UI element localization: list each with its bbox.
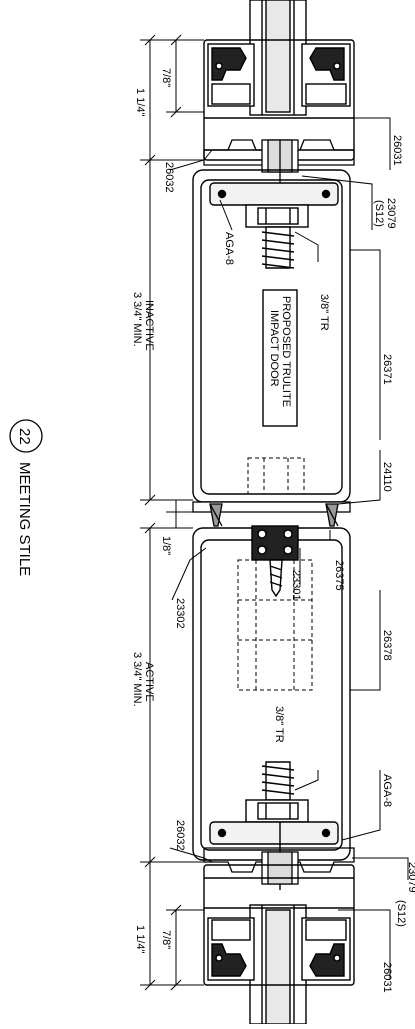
- callout-bot-26032: 26032: [174, 820, 186, 851]
- inactive-leaf-profile: [192, 169, 351, 503]
- callout-bot-23079: 23079: [406, 862, 415, 893]
- detail-title: 22 MEETING STILE: [9, 419, 43, 576]
- note-line2: IMPACT DOOR: [268, 310, 280, 387]
- callout-mid-26378: 26378: [381, 630, 393, 661]
- callout-bot-tr: 3/8" TR: [273, 706, 285, 743]
- detail-number-circle: [9, 419, 43, 453]
- dim-top-7-8: 7/8": [160, 68, 172, 87]
- detail-label: MEETING STILE: [16, 462, 33, 576]
- callout-top-26032: 26032: [163, 162, 175, 193]
- callout-bot-aga8: AGA-8: [381, 774, 393, 807]
- dim-inactive-label: INACTIVE: [143, 300, 155, 351]
- dim-bottom-7-8: 7/8": [160, 930, 172, 949]
- note-line1: PROPOSED TRULITE: [280, 296, 292, 407]
- bottom-interlock: [203, 847, 355, 885]
- callout-top-tr: 3/8" TR: [318, 294, 330, 331]
- proposed-door-note-box: PROPOSED TRULITE IMPACT DOOR: [262, 289, 298, 427]
- dim-top-1-1-4: 1 1/4": [134, 88, 146, 116]
- callout-mid-23302: 23302: [174, 598, 186, 629]
- callout-top-aga8: AGA-8: [223, 232, 235, 265]
- callout-mid-23301: 23301: [290, 570, 302, 601]
- callout-mid-26375: 26375: [333, 560, 345, 591]
- callout-bot-26031: 26031: [381, 962, 393, 993]
- callout-bot-s12: (S12): [395, 900, 407, 927]
- callout-top-23079: 23079: [385, 198, 397, 229]
- dimension-lines: [140, 34, 213, 991]
- bottom-glass-panel: [249, 904, 307, 1025]
- top-interlock: [203, 139, 355, 220]
- callout-leaders: [219, 117, 409, 980]
- top-frame-profile: [203, 39, 355, 161]
- dim-gap-1-8: 1/8": [160, 536, 172, 555]
- dim-bottom-1-1-4: 1 1/4": [134, 925, 146, 953]
- top-glass-panel: [249, 0, 307, 116]
- dim-inactive-value: 3 3/4" MIN.: [131, 292, 143, 347]
- detail-number: 22: [16, 428, 33, 445]
- callout-top-26031: 26031: [391, 135, 403, 166]
- callout-top-26371: 26371: [381, 354, 393, 385]
- meeting-seal-24110: [192, 501, 351, 527]
- active-leaf-profile: [192, 525, 351, 890]
- callout-top-s12: (S12): [373, 200, 385, 227]
- dim-active-label: ACTIVE: [143, 662, 155, 702]
- bottom-frame-profile: [203, 864, 355, 986]
- dim-active-value: 3 3/4" MIN.: [131, 652, 143, 707]
- callout-mid-24110: 24110: [381, 462, 393, 492]
